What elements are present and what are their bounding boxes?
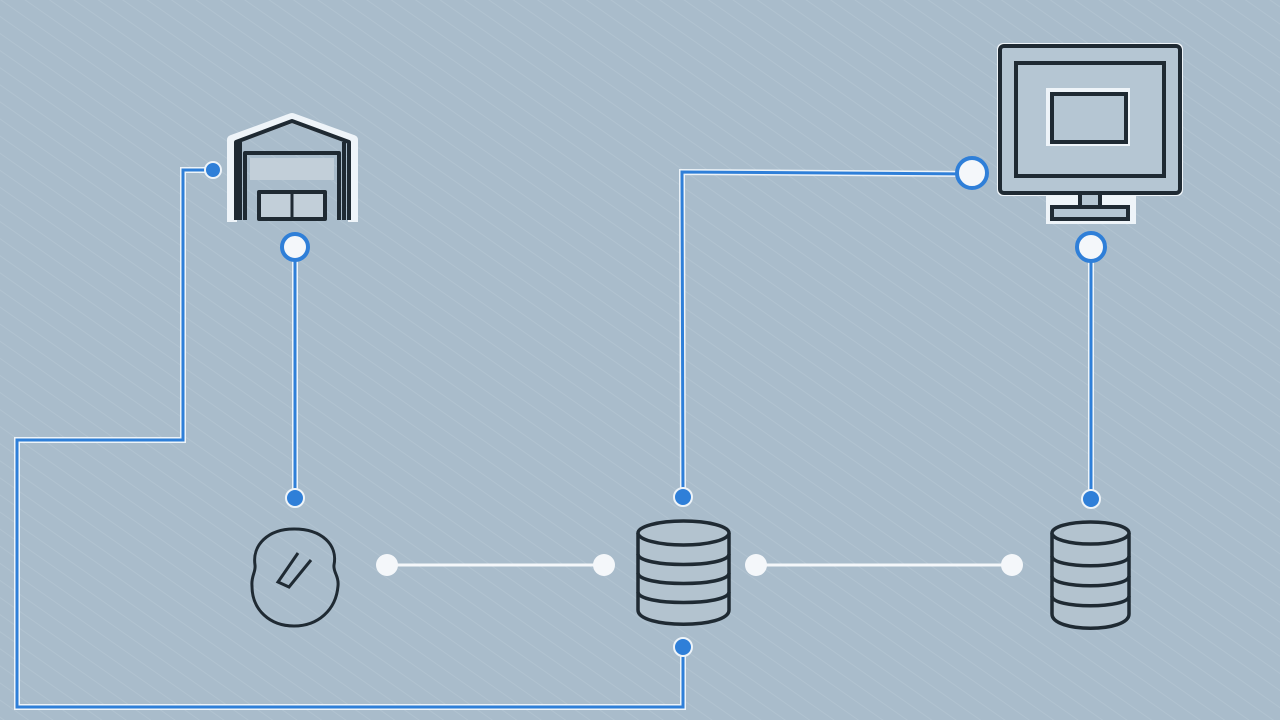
endpoint-dot[interactable] [204, 161, 222, 179]
endpoint-ring[interactable] [955, 156, 989, 190]
link-dot[interactable] [745, 554, 767, 576]
connectors [14, 167, 1094, 710]
endpoint-ring[interactable] [1075, 231, 1107, 263]
endpoint-dot[interactable] [673, 637, 693, 657]
link-dot[interactable] [376, 554, 398, 576]
endpoint-ring[interactable] [280, 232, 310, 262]
link-dot[interactable] [593, 554, 615, 576]
connector-warehouse-to-db1 [15, 168, 685, 709]
monitor-icon[interactable] [997, 43, 1183, 224]
warehouse-icon[interactable] [227, 113, 358, 222]
white-links [376, 554, 1023, 576]
endpoint-dot[interactable] [285, 488, 305, 508]
endpoint-dot[interactable] [673, 487, 693, 507]
endpoints [204, 156, 1107, 657]
token-icon[interactable] [250, 527, 340, 628]
endpoint-dot[interactable] [1081, 489, 1101, 509]
link-dot[interactable] [1001, 554, 1023, 576]
database-icon[interactable] [636, 519, 731, 626]
connector-db1-to-monitor [680, 170, 973, 498]
database-icon[interactable] [1050, 520, 1131, 630]
